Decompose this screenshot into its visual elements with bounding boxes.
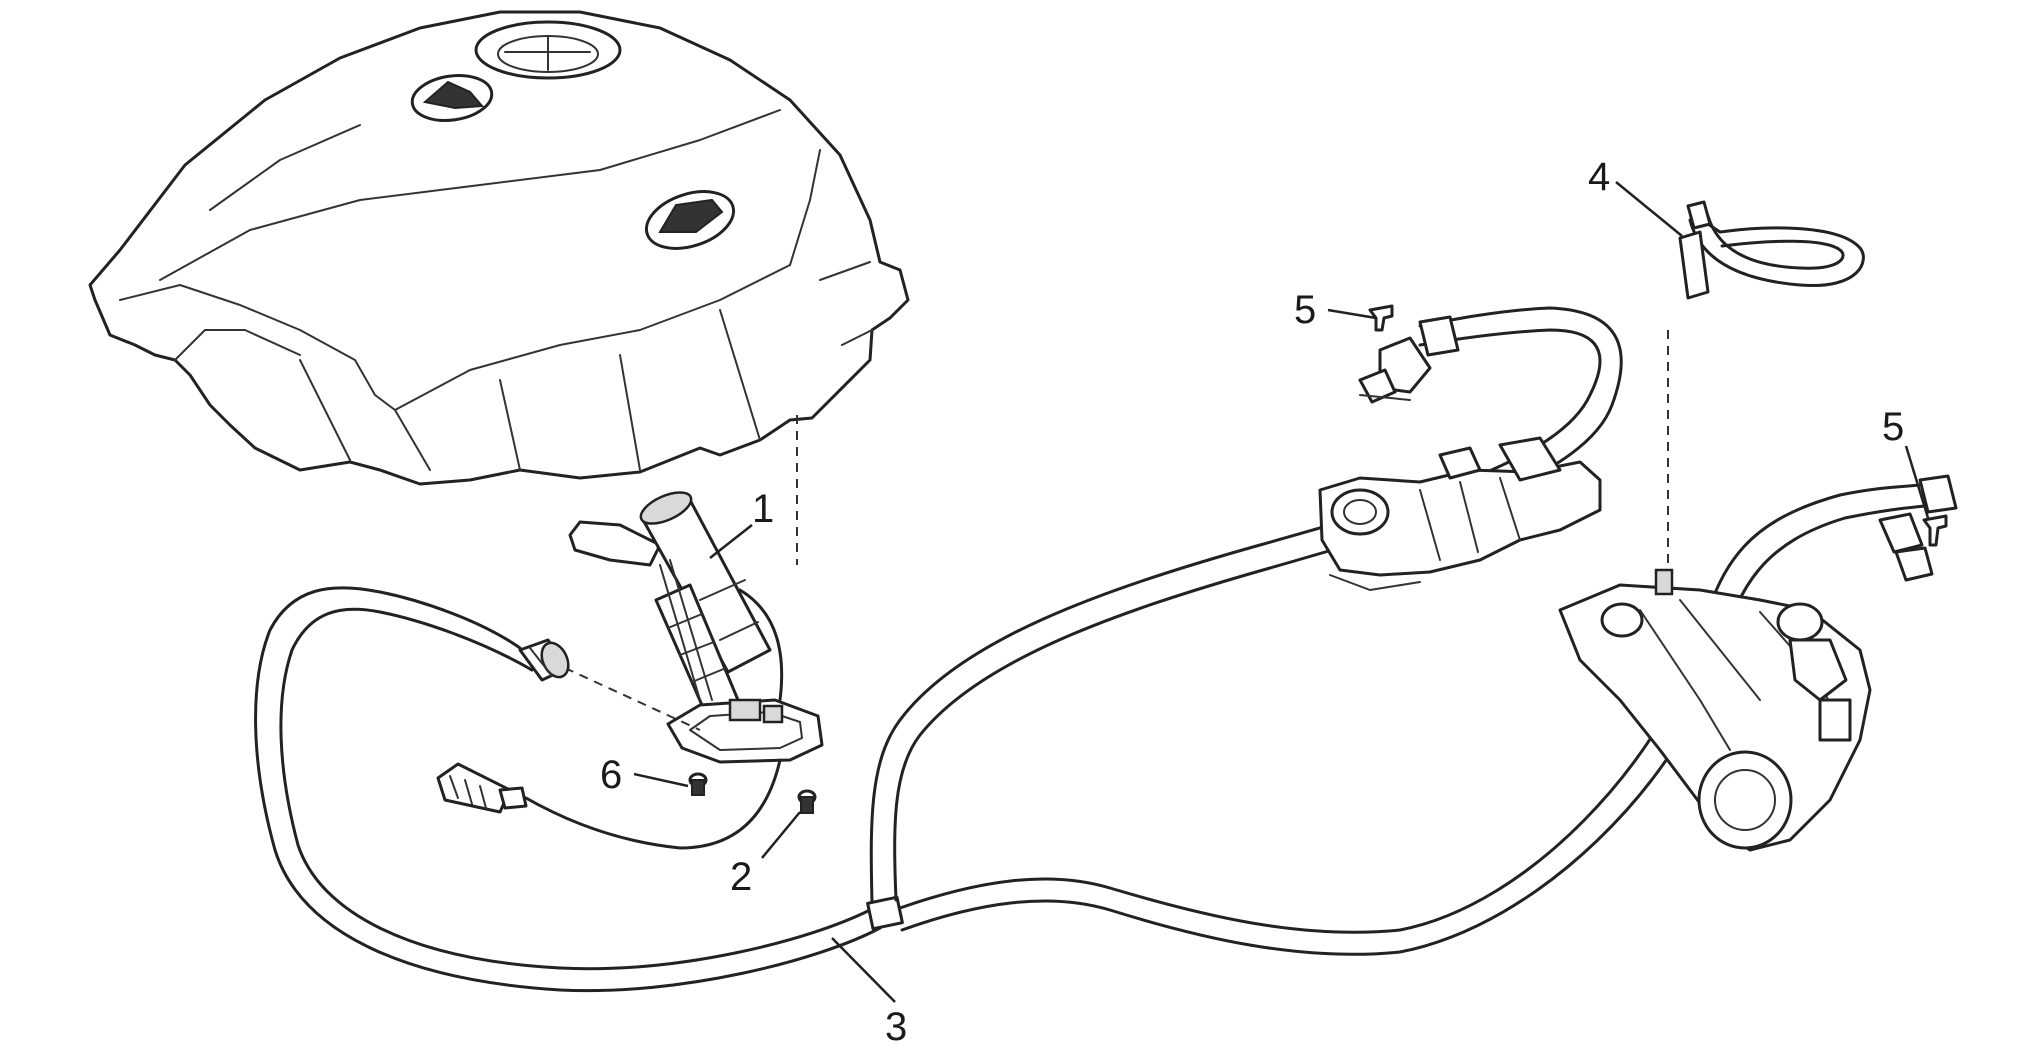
pump-bolt bbox=[688, 772, 708, 796]
leader-5-right bbox=[1904, 445, 1930, 519]
fuel-tank bbox=[88, 10, 910, 486]
breather-hose bbox=[1678, 200, 1865, 300]
pump-screw bbox=[797, 789, 817, 814]
callout-pump-bolt: 6 bbox=[600, 753, 622, 797]
callout-fuel-pump: 1 bbox=[752, 487, 774, 531]
callout-pump-screw: 2 bbox=[730, 855, 752, 899]
leader-2 bbox=[761, 811, 801, 859]
fuel-hose bbox=[254, 306, 1958, 993]
tank-logo-badge-top bbox=[410, 74, 494, 122]
rail-connector bbox=[1878, 512, 1934, 582]
clip-right bbox=[1922, 514, 1948, 547]
throttle-body-rear bbox=[1318, 436, 1602, 591]
clip-left bbox=[1368, 304, 1394, 332]
throttle-body-front bbox=[1558, 568, 1872, 852]
leader-6 bbox=[633, 772, 689, 788]
leader-5-left bbox=[1327, 308, 1377, 320]
leader-3 bbox=[831, 937, 896, 1003]
pump-electrical-connector bbox=[436, 758, 782, 850]
callout-fuel-hose: 3 bbox=[885, 1005, 907, 1043]
injector-connector bbox=[1358, 336, 1432, 404]
fuel-pump bbox=[568, 491, 824, 764]
callout-clip-left: 5 bbox=[1294, 288, 1316, 332]
assembly-line-connector bbox=[564, 667, 701, 731]
callout-clip-right: 5 bbox=[1882, 405, 1904, 449]
tank-logo-badge-side bbox=[644, 190, 736, 250]
callout-breather-hose: 4 bbox=[1588, 155, 1610, 199]
hose-quick-connector bbox=[518, 638, 570, 682]
leader-4 bbox=[1615, 181, 1683, 237]
leader-1 bbox=[709, 524, 753, 559]
